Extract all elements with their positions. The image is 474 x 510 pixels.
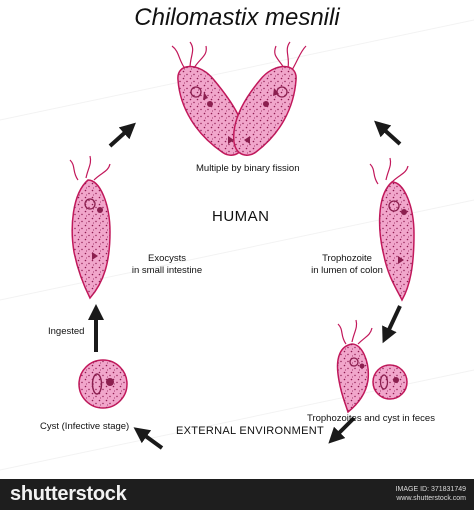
label-exocysts: Exocysts in small intestine: [112, 253, 222, 277]
arrow-icon: [374, 120, 402, 146]
diagram-canvas: [0, 19, 474, 471]
label-ingested: Ingested: [48, 326, 85, 337]
label-trophozoite-colon-line2: in lumen of colon: [311, 265, 383, 276]
image-id-block: IMAGE ID: 371831749 www.shutterstock.com: [396, 485, 466, 503]
environment-label: EXTERNAL ENVIRONMENT: [176, 425, 325, 437]
label-exocysts-line1: Exocysts: [147, 253, 186, 264]
cyst-cell: [78, 359, 128, 409]
arrow-icon: [133, 427, 164, 450]
footer-bar: shutterstock IMAGE ID: 371831749 www.shu…: [0, 479, 474, 510]
center-label: HUMAN: [212, 208, 270, 225]
label-trophozoite-colon-line1: Trophozoite: [322, 253, 372, 264]
arrow-icon: [382, 305, 402, 344]
feces-stage-cells: [336, 319, 408, 414]
cycle-arrows: [88, 120, 402, 450]
label-exocysts-line2: in small intestine: [131, 265, 203, 276]
site-url: www.shutterstock.com: [396, 495, 466, 502]
label-trophozoite-colon: Trophozoite in lumen of colon: [292, 253, 402, 277]
diagram-title: Chilomastix mesnili: [134, 4, 340, 31]
image-id: IMAGE ID: 371831749: [395, 486, 466, 493]
brand-logo: shutterstock: [10, 483, 127, 505]
trophozoite-cell-right: [369, 157, 415, 302]
binary-fission-cells: [171, 41, 307, 156]
arrow-icon: [328, 416, 356, 444]
label-cyst: Cyst (Infective stage): [40, 421, 130, 432]
trophozoite-cell-left: [69, 155, 111, 300]
arrow-icon: [108, 122, 136, 148]
label-binary-fission: Multiple by binary fission: [196, 163, 300, 174]
label-feces: Trophozoites and cyst in feces: [307, 413, 435, 424]
